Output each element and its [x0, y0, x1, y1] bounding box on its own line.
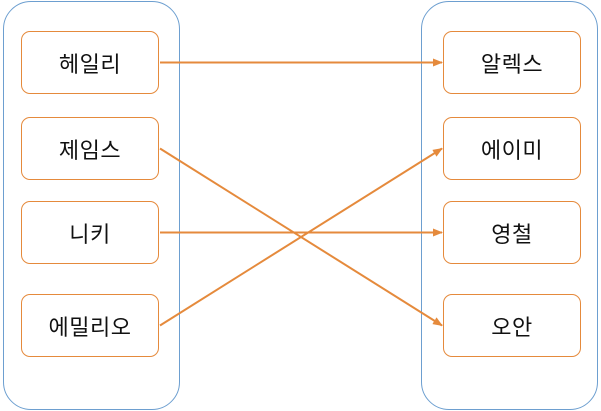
node-right-amy: 에이미: [443, 117, 581, 180]
node-left-nikki: 니키: [21, 201, 159, 264]
node-right-alex: 알렉스: [443, 31, 581, 94]
node-left-haley: 헤일리: [21, 31, 159, 94]
node-left-james: 제임스: [21, 117, 159, 180]
node-right-youngchul: 영철: [443, 201, 581, 264]
arrow-4: [159, 147, 443, 327]
node-right-oan: 오안: [443, 294, 581, 357]
node-left-emilio: 에밀리오: [21, 294, 159, 357]
arrow-2: [159, 147, 443, 327]
